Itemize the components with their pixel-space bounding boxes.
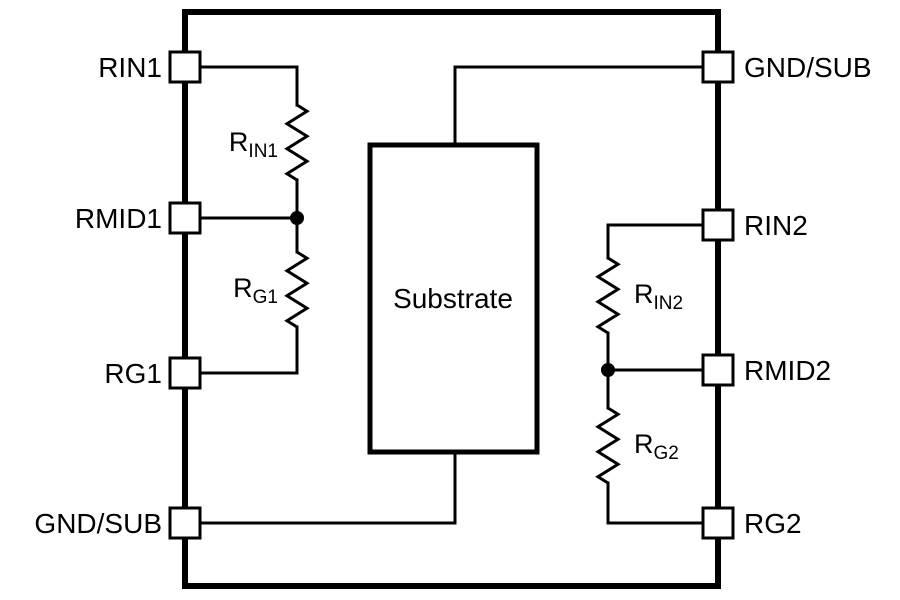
- substrate-label: Substrate: [393, 283, 513, 314]
- pin-label-rin2: RIN2: [744, 210, 808, 241]
- pin-rin2: [701, 208, 735, 242]
- resistor-rg1-prefix: R: [233, 273, 253, 303]
- diagram-strokes: [168, 9, 735, 589]
- pin-rin1: [168, 50, 202, 84]
- pin-rg1: [168, 356, 202, 390]
- pin-label-rin1: RIN1: [98, 52, 162, 83]
- pin-label-rg2: RG2: [744, 508, 802, 539]
- resistor-rin2-prefix: R: [634, 279, 654, 309]
- resistor-rin2-label: RIN2: [634, 279, 683, 314]
- wire-rin1-to-resistor: [198, 65, 299, 107]
- pin-label-rg1: RG1: [104, 358, 162, 389]
- resistor-rg2-prefix: R: [634, 429, 654, 459]
- junction-dot-rmid2: [601, 363, 615, 377]
- pin-rmid2: [701, 353, 735, 387]
- junction-dot-rmid1: [290, 211, 304, 225]
- substrate-box: [367, 142, 540, 455]
- wire-rin2-to-resistor: [606, 223, 705, 260]
- resistor-rg2-symbol: [595, 406, 621, 485]
- resistor-rin2-symbol: [595, 256, 621, 335]
- wire-resistor-rg1-to-rg1-pin: [198, 325, 299, 375]
- resistor-rin1-subscript: IN1: [248, 141, 278, 162]
- pin-gndsub-right: [701, 50, 735, 84]
- resistor-rin2-subscript: IN2: [654, 293, 684, 314]
- resistor-rin1-prefix: R: [229, 127, 249, 157]
- wire-resistor-rg2-to-rg2-pin: [606, 481, 705, 525]
- resistor-rg2-subscript: G2: [654, 443, 679, 464]
- wire-gndsub-top-to-substrate: [453, 65, 705, 147]
- resistor-rg1-label: RG1: [233, 273, 278, 308]
- resistor-rin1-symbol: [284, 103, 310, 182]
- resistor-rg2-label: RG2: [634, 429, 679, 464]
- pin-label-gndsub-right: GND/SUB: [744, 52, 872, 83]
- pin-label-rmid2: RMID2: [744, 355, 831, 386]
- resistor-rg1-symbol: [284, 250, 310, 329]
- pin-rg2: [701, 506, 735, 540]
- pin-label-rmid1: RMID1: [75, 203, 162, 234]
- resistor-rin1-label: RIN1: [229, 127, 278, 162]
- pin-gndsub-left: [168, 506, 202, 540]
- pin-rmid1: [168, 201, 202, 235]
- pin-label-gndsub-left: GND/SUB: [34, 508, 162, 539]
- wire-gndsub-bottom-to-substrate: [198, 450, 457, 525]
- resistor-rg1-subscript: G1: [253, 287, 278, 308]
